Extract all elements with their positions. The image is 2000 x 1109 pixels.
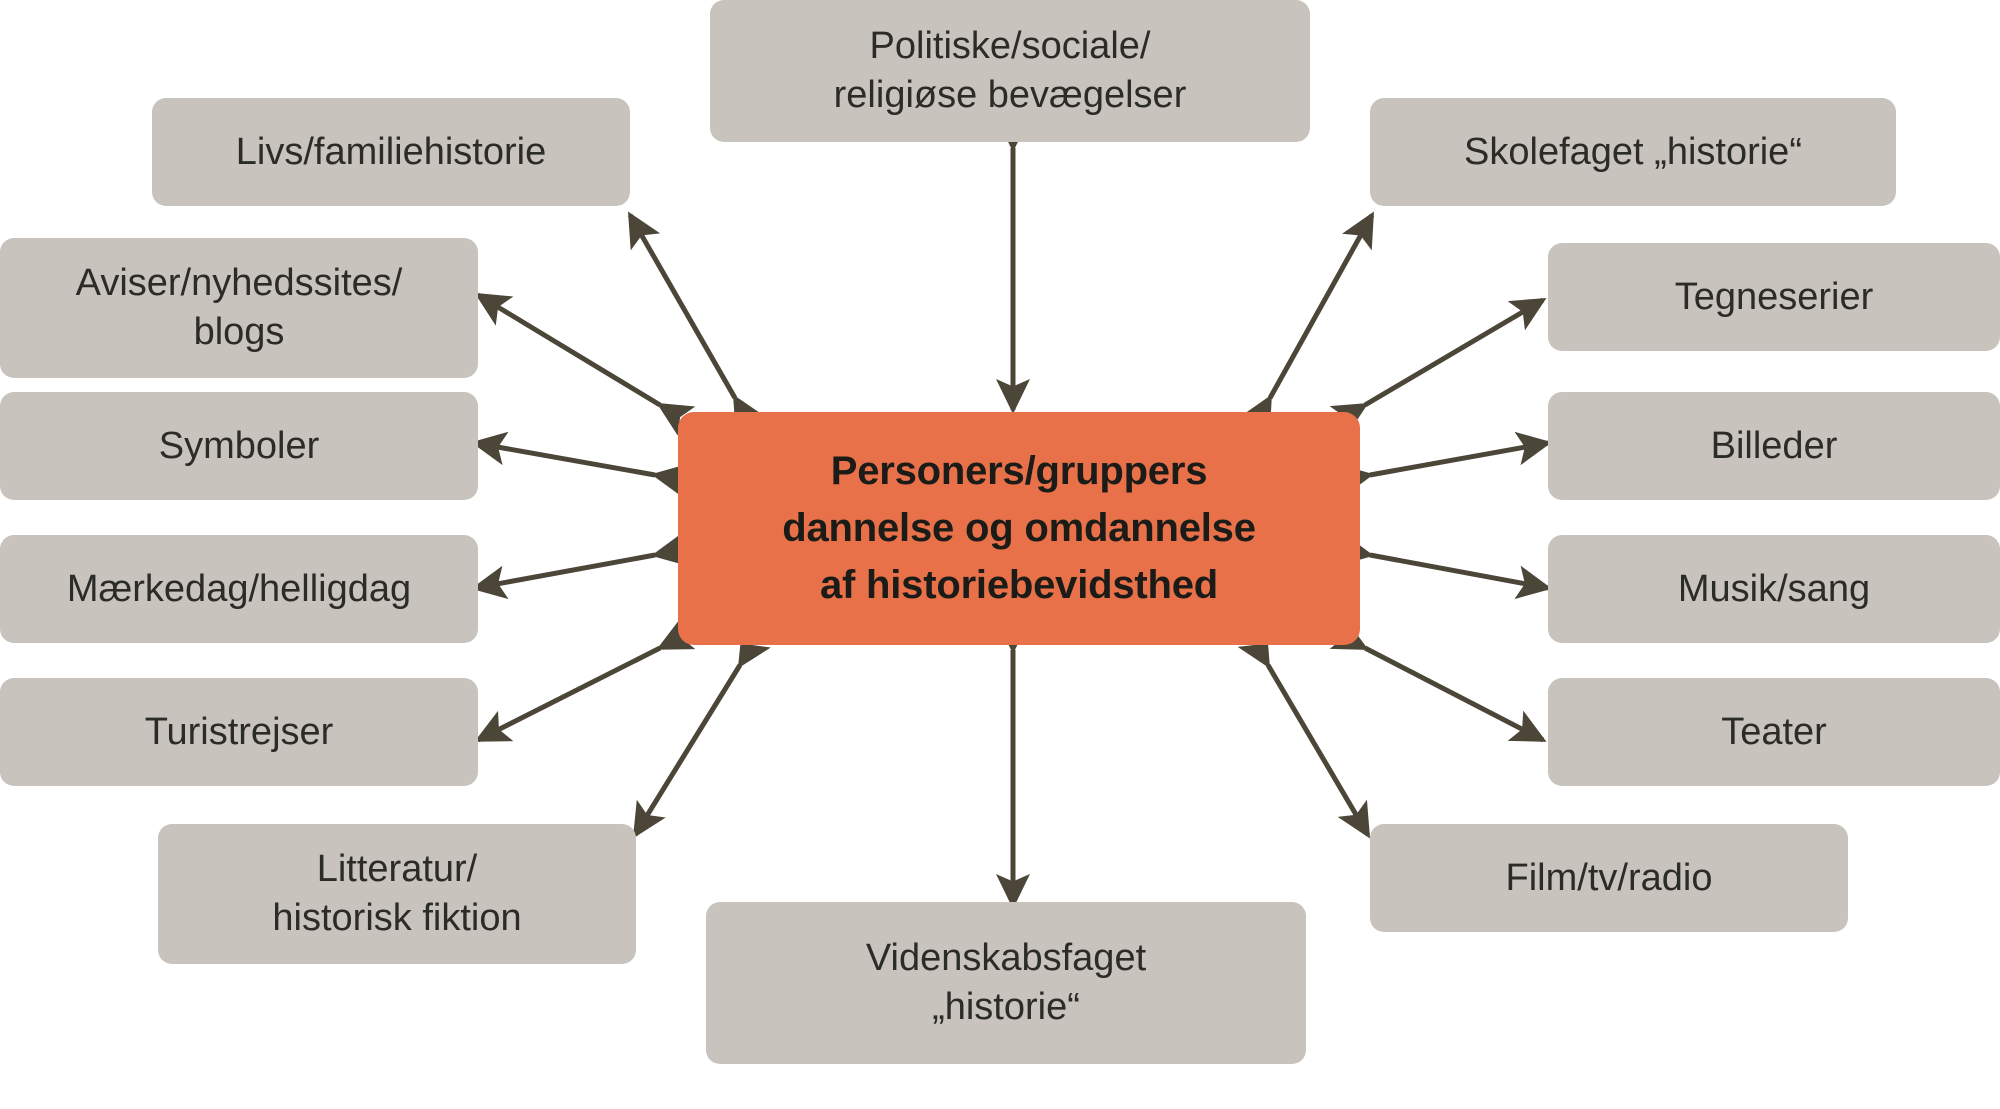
node-symboler[interactable]: Symboler [0,392,478,500]
node-center-historiebevidsthed[interactable]: Personers/gruppers dannelse og omdannels… [678,412,1360,645]
node-film-tv-radio[interactable]: Film/tv/radio [1370,824,1848,932]
arrow-center-symboler [471,431,689,498]
arrow-center-skolefaget [1240,211,1375,434]
arrow-center-billeder [1336,431,1552,498]
node-maerkedag-helligdag[interactable]: Mærkedag/helligdag [0,535,478,643]
node-skolefaget-historie[interactable]: Skolefaget „historie“ [1370,98,1896,206]
node-billeder[interactable]: Billeder [1548,392,2000,500]
node-videnskabsfaget-historie[interactable]: Videnskabsfaget „historie“ [706,902,1306,1064]
arrow-center-litteratur [632,629,771,839]
arrow-center-livs [627,211,766,434]
arrow-center-musik [1336,532,1552,600]
arrow-center-aviser [474,292,696,436]
node-tegneserier[interactable]: Tegneserier [1548,243,2000,351]
arrow-center-maerkedag [471,532,689,600]
node-teater[interactable]: Teater [1548,678,2000,786]
node-turistrejser[interactable]: Turistrejser [0,678,478,786]
node-livs-familiehistorie[interactable]: Livs/familiehistorie [152,98,630,206]
arrow-center-teater [1329,618,1547,743]
node-musik-sang[interactable]: Musik/sang [1548,535,2000,643]
arrow-center-tegneserier [1329,297,1547,436]
node-aviser-nyhedssites-blogs[interactable]: Aviser/nyhedssites/ blogs [0,238,478,378]
node-litteratur-historisk-fiktion[interactable]: Litteratur/ historisk fiktion [158,824,636,964]
arrow-center-turistrejser [474,618,696,743]
arrow-center-film [1237,629,1371,839]
node-politiske-sociale-religiose-bevaegelser[interactable]: Politiske/sociale/ religiøse bevægelser [710,0,1310,142]
